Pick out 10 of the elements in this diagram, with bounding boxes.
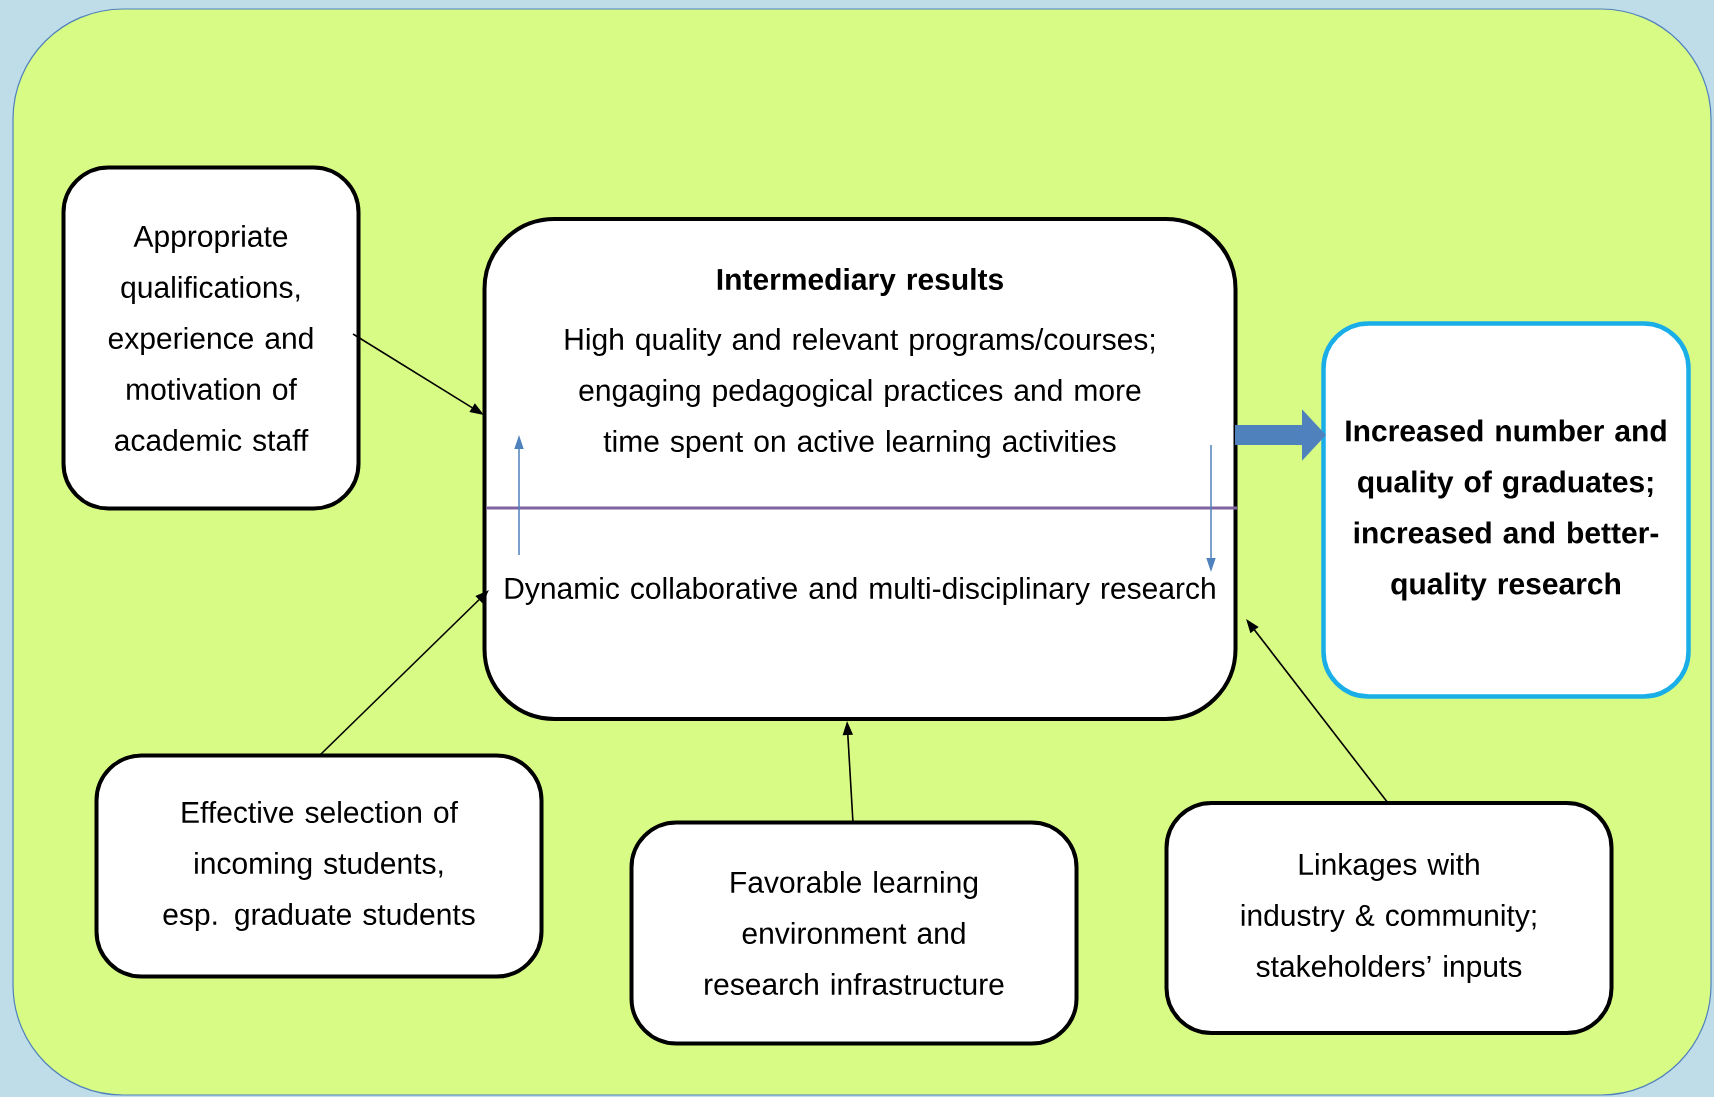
- process-box: Appropriate qualifications, experience and motivation of academic staff: [61, 165, 361, 511]
- arrow: [319, 590, 489, 756]
- heading: Intermediary results: [717, 268, 1003, 296]
- process-box: Effective selection of incoming students, esp. graduate students: [94, 753, 544, 979]
- process-box: Favorable learning environment and research infrastructure: [629, 820, 1079, 1046]
- body-text: Dynamic collaborative and multi-disciplinary research: [505, 577, 1215, 605]
- process-box: Linkages with industry & community; stakeholders’ inputs: [1164, 801, 1614, 1035]
- body-text: High quality and relevant programs/courses; engaging pedagogical practices and more time spent on active learning activities: [565, 328, 1154, 458]
- process-box: [482, 217, 1238, 721]
- process-box: Increased number and quality of graduates; increased and better-quality research: [1321, 321, 1691, 699]
